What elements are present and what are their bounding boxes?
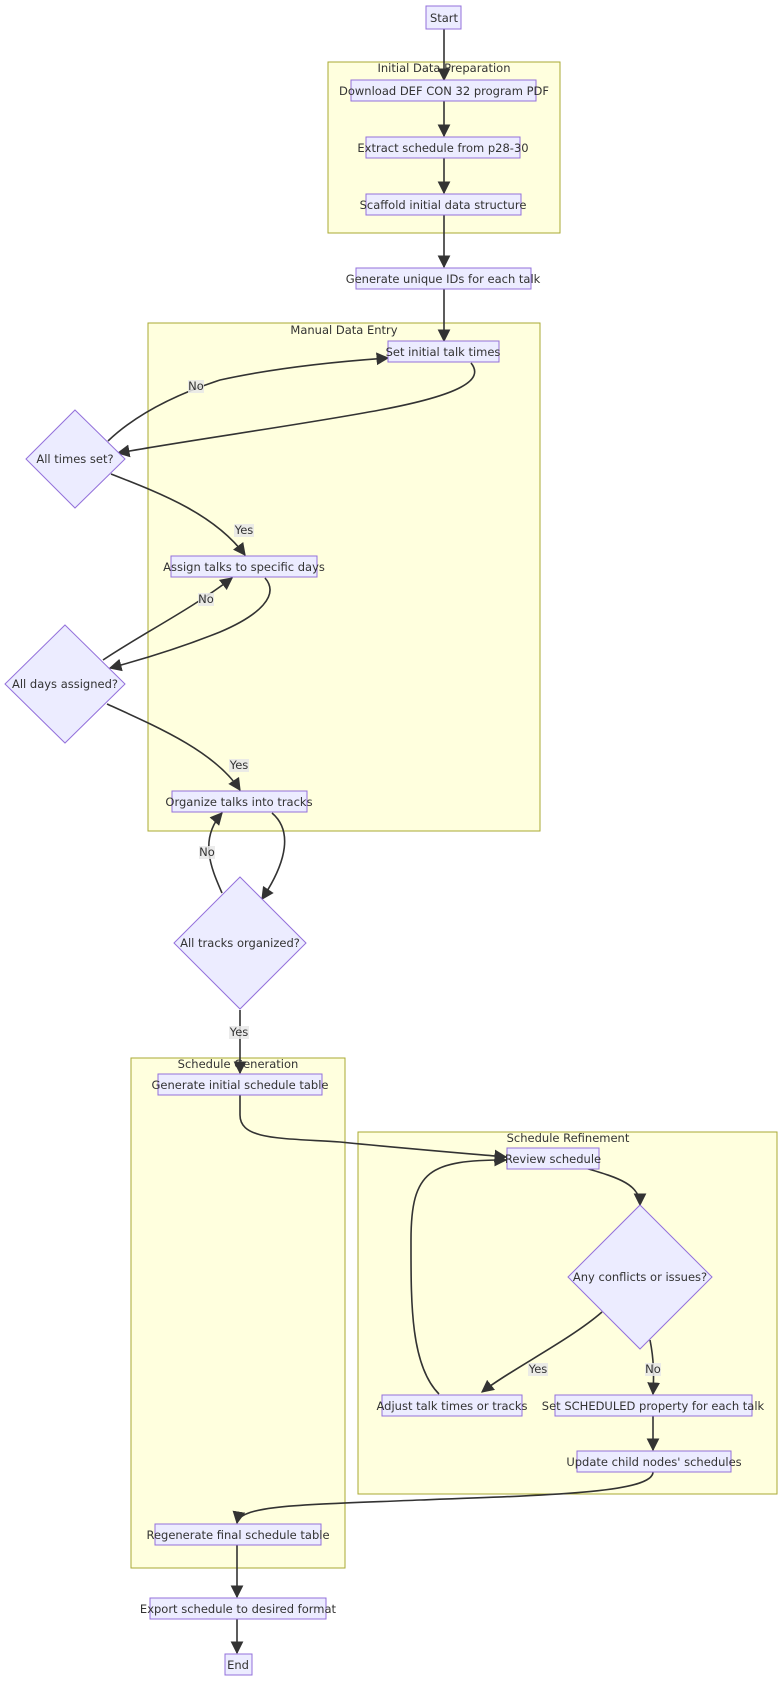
node-conflicts-decision[interactable]: Any conflicts or issues?	[567, 1204, 713, 1350]
edge-alldays-organize-yes	[106, 703, 241, 792]
node-generate-ids[interactable]: Generate unique IDs for each talk	[346, 267, 541, 290]
edge-settimes-alltimes	[116, 362, 476, 458]
node-extract[interactable]: Extract schedule from p28-30	[357, 136, 529, 159]
node-export[interactable]: Export schedule to desired format	[140, 1597, 337, 1620]
edge-label-tracks-no: No	[199, 845, 215, 859]
node-assign-days-label: Assign talks to specific days	[163, 560, 325, 574]
node-download-label: Download DEF CON 32 program PDF	[339, 84, 549, 98]
cluster-manual-label: Manual Data Entry	[290, 323, 397, 337]
node-all-times-decision[interactable]: All times set?	[25, 409, 126, 509]
node-conflicts-label: Any conflicts or issues?	[573, 1270, 707, 1284]
node-review[interactable]: Review schedule	[505, 1147, 601, 1170]
edge-label-tracks-yes: Yes	[229, 1025, 249, 1039]
edge-label-days-no: No	[198, 592, 214, 606]
node-download[interactable]: Download DEF CON 32 program PDF	[339, 79, 549, 102]
node-extract-label: Extract schedule from p28-30	[357, 141, 528, 155]
cluster-generation-label: Schedule Generation	[178, 1057, 299, 1071]
edge-alldays-assigndays-no	[102, 577, 234, 661]
edge-label-times-no: No	[188, 379, 204, 393]
edge-assigndays-alldays	[108, 577, 271, 672]
node-all-times-label: All times set?	[36, 452, 113, 466]
node-set-scheduled-label: Set SCHEDULED property for each talk	[542, 1399, 765, 1413]
cluster-schedule-generation: Schedule Generation	[130, 1057, 346, 1569]
node-adjust-label: Adjust talk times or tracks	[377, 1399, 528, 1413]
node-start-label: Start	[430, 11, 459, 25]
node-export-label: Export schedule to desired format	[140, 1602, 337, 1616]
node-set-times[interactable]: Set initial talk times	[386, 340, 501, 363]
edge-labels: No Yes No Yes No Yes Yes No	[188, 379, 661, 1376]
node-update-children-label: Update child nodes' schedules	[566, 1455, 741, 1469]
node-all-tracks-decision[interactable]: All tracks organized?	[173, 876, 307, 1010]
edge-update-regenerate	[232, 1471, 654, 1525]
node-set-times-label: Set initial talk times	[386, 345, 501, 359]
edge-adjust-review	[410, 1153, 508, 1395]
node-scaffold-label: Scaffold initial data structure	[360, 198, 527, 212]
node-assign-days[interactable]: Assign talks to specific days	[163, 555, 325, 578]
cluster-refinement-label: Schedule Refinement	[507, 1131, 630, 1145]
node-end-label: End	[227, 1658, 249, 1672]
edge-review-conflicts	[584, 1167, 647, 1207]
node-regenerate[interactable]: Regenerate final schedule table	[146, 1523, 330, 1546]
edge-alltimes-assigndays-yes	[110, 473, 246, 557]
node-regenerate-label: Regenerate final schedule table	[146, 1528, 329, 1542]
node-update-children[interactable]: Update child nodes' schedules	[566, 1450, 742, 1473]
node-start[interactable]: Start	[425, 5, 462, 30]
node-all-days-decision[interactable]: All days assigned?	[4, 624, 126, 744]
node-all-days-label: All days assigned?	[12, 677, 118, 691]
edge-label-days-yes: Yes	[229, 758, 249, 772]
edge-alltimes-settimes-no	[107, 352, 390, 442]
node-gen-table-label: Generate initial schedule table	[152, 1078, 329, 1092]
edge-conflicts-adjust-yes	[480, 1311, 603, 1393]
node-all-tracks-label: All tracks organized?	[180, 936, 300, 950]
edge-label-conflicts-no: No	[645, 1362, 661, 1376]
node-organize-label: Organize talks into tracks	[165, 795, 312, 809]
node-adjust[interactable]: Adjust talk times or tracks	[377, 1394, 528, 1417]
edge-organize-alltracks	[261, 812, 286, 901]
edge-label-conflicts-yes: Yes	[528, 1362, 548, 1376]
node-organize[interactable]: Organize talks into tracks	[165, 790, 313, 813]
cluster-schedule-refinement: Schedule Refinement	[357, 1131, 778, 1495]
node-set-scheduled[interactable]: Set SCHEDULED property for each talk	[542, 1394, 765, 1417]
edge-gentable-review	[239, 1095, 508, 1163]
node-review-label: Review schedule	[505, 1152, 601, 1166]
node-end[interactable]: End	[224, 1653, 253, 1676]
node-scaffold[interactable]: Scaffold initial data structure	[360, 193, 527, 216]
edge-label-times-yes: Yes	[234, 523, 254, 537]
node-generate-ids-label: Generate unique IDs for each talk	[346, 272, 541, 286]
node-gen-table[interactable]: Generate initial schedule table	[152, 1073, 329, 1096]
